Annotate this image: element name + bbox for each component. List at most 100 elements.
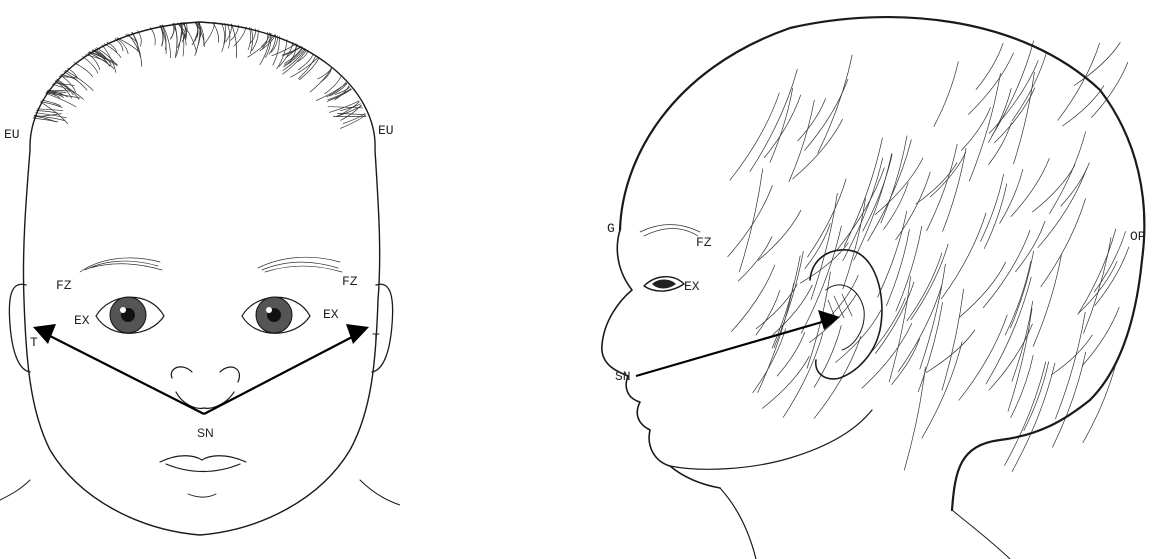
- label-sn: SN: [197, 426, 214, 440]
- hair-stroke: [213, 22, 219, 42]
- hair-stroke: [1084, 238, 1111, 334]
- hair-stroke: [739, 169, 762, 272]
- hair-stroke: [904, 367, 925, 470]
- hair-stroke: [128, 34, 141, 57]
- hair-stroke: [1032, 165, 1075, 212]
- hair-stroke: [969, 53, 1014, 115]
- label-op: OP: [1130, 229, 1146, 244]
- hair-stroke: [983, 230, 1030, 307]
- mouth: [160, 456, 246, 472]
- hair-stroke: [793, 119, 843, 179]
- face-outline: [23, 22, 379, 535]
- hair-stroke: [83, 57, 98, 74]
- neck-left: [0, 480, 30, 500]
- face-profile: [602, 230, 720, 488]
- hair-stroke: [889, 277, 910, 382]
- hair-stroke: [783, 333, 823, 417]
- hair-stroke: [959, 262, 1005, 317]
- arrow-sn-to-left-t: [33, 324, 204, 414]
- label-t-right: T: [372, 331, 380, 346]
- hair-stroke: [934, 62, 958, 127]
- label-fz-left: FZ: [56, 278, 72, 293]
- label-eu-left: EU: [4, 127, 20, 142]
- hair-stroke: [340, 115, 365, 128]
- hair-stroke: [986, 277, 1031, 384]
- hair-stroke: [1058, 43, 1100, 120]
- hair-stroke: [758, 283, 794, 393]
- hair-stroke: [943, 148, 966, 231]
- right-eye: [242, 297, 310, 333]
- hair-stroke: [1056, 312, 1086, 418]
- chin-crease: [188, 494, 216, 497]
- hair-stroke: [132, 32, 142, 66]
- hair-stroke: [1011, 158, 1049, 216]
- hair-stroke: [798, 99, 826, 141]
- eye: [644, 277, 684, 291]
- arrow-sn-to-t: [636, 310, 840, 376]
- profile-head-drawing: G FZ EX SN OP: [560, 0, 1152, 559]
- hair-stroke: [1095, 247, 1129, 306]
- hair-stroke: [862, 323, 912, 388]
- hair-stroke: [789, 100, 814, 182]
- label-ex: EX: [684, 279, 700, 294]
- hair-stroke: [37, 109, 63, 111]
- hair-stroke: [248, 27, 251, 49]
- hair-stroke: [896, 172, 931, 240]
- hair-stroke: [222, 23, 226, 51]
- hair-stroke: [898, 286, 942, 372]
- hair-stroke: [1005, 362, 1046, 466]
- hair-stroke: [984, 184, 1006, 249]
- label-ex-right: EX: [323, 307, 339, 322]
- hair-strands: [728, 41, 1129, 472]
- hair-stroke: [961, 108, 990, 151]
- label-fz-right: FZ: [342, 274, 358, 289]
- hair-stroke: [1074, 43, 1120, 86]
- hair-stroke: [878, 211, 907, 297]
- hair-stroke: [732, 265, 775, 332]
- front-view-panel: EU EU FZ FZ EX EX T T SN: [0, 0, 400, 559]
- hair-stroke: [1092, 62, 1128, 117]
- hair-stroke: [843, 158, 883, 261]
- hair-stroke: [203, 23, 215, 46]
- hair-stroke: [758, 210, 801, 260]
- hair-stroke: [150, 28, 155, 45]
- hair-stroke: [1033, 255, 1061, 346]
- jaw-line: [670, 410, 872, 469]
- hair-stroke: [927, 144, 958, 231]
- label-sn: SN: [615, 369, 631, 384]
- hair-stroke: [117, 38, 140, 53]
- hair-stroke: [170, 24, 174, 39]
- hair-stroke: [800, 243, 848, 283]
- hair-stroke: [730, 93, 779, 180]
- hair-stroke: [920, 264, 946, 369]
- hair-stroke: [299, 58, 319, 80]
- hair-stroke: [74, 63, 93, 77]
- hair-stroke: [1063, 86, 1104, 126]
- hair-stroke: [1011, 355, 1033, 417]
- hair-stroke: [750, 70, 797, 172]
- hair-stroke: [728, 186, 773, 257]
- hair-stroke: [942, 213, 987, 299]
- hair-stroke: [1041, 199, 1086, 287]
- left-eyebrow: [80, 258, 162, 272]
- hair-stroke: [875, 158, 923, 215]
- label-eu-right: EU: [378, 123, 394, 138]
- profile-view-panel: G FZ EX SN OP: [560, 0, 1152, 559]
- hair-stroke: [989, 61, 1038, 134]
- hair-stroke: [959, 315, 1007, 400]
- head-outline: [620, 17, 1144, 510]
- hair-stroke: [1050, 132, 1086, 214]
- shoulder-line: [952, 510, 1010, 559]
- label-g: G: [607, 221, 615, 236]
- hair-stroke: [926, 330, 975, 373]
- neck-right: [360, 480, 400, 505]
- hair-stroke: [65, 70, 93, 90]
- hair-stroke: [854, 153, 892, 260]
- hair-stroke: [994, 88, 1034, 143]
- hair-stroke: [814, 336, 861, 418]
- hair-stroke: [1038, 169, 1087, 248]
- hair-stroke: [1082, 307, 1119, 366]
- front-face-drawing: EU EU FZ FZ EX EX T T SN: [0, 0, 400, 559]
- neck-line: [720, 488, 756, 559]
- label-ex-left: EX: [74, 313, 90, 328]
